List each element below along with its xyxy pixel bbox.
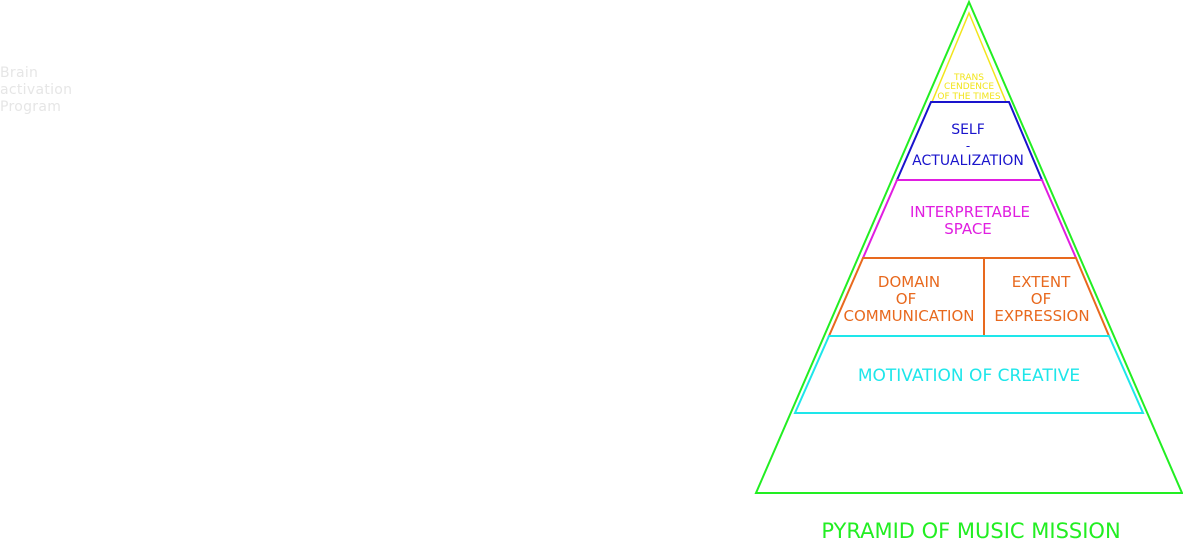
- brain-activation-program-note: Brain activation Program: [0, 65, 72, 116]
- pyramid-title: PYRAMID OF MUSIC MISSION: [821, 519, 1120, 539]
- self-actualization-line-3: ACTUALIZATION: [912, 153, 1024, 169]
- transcendence-line-1: TRANS: [953, 73, 984, 83]
- side-note-line-3: Program: [0, 99, 62, 115]
- extent-of-expression-line-3: EXPRESSION: [994, 307, 1089, 325]
- level-motivation-of-creative: [793, 335, 1145, 414]
- extent-of-expression-line-2: OF: [1031, 290, 1051, 308]
- interpretable-space-line-2: SPACE: [944, 220, 992, 238]
- self-actualization-line-1: SELF: [951, 122, 985, 138]
- domain-of-communication-line-2: OF: [896, 290, 916, 308]
- side-note-line-1: Brain: [0, 65, 39, 81]
- side-note-line-2: activation: [0, 82, 73, 98]
- interpretable-space-line-1: INTERPRETABLE: [910, 203, 1030, 221]
- pyramid-outline: [754, 0, 1183, 494]
- domain-of-communication-line-3: COMMUNICATION: [844, 307, 975, 325]
- transcendence-line-3: OF THE TIMES: [937, 92, 1001, 102]
- domain-of-communication-line-1: DOMAIN: [878, 273, 940, 291]
- self-actualization-line-2: -: [966, 139, 970, 153]
- transcendence-line-2: CENDENCE: [944, 82, 994, 92]
- motivation-of-creative-label: MOTIVATION OF CREATIVE: [858, 366, 1080, 386]
- extent-of-expression-line-1: EXTENT: [1012, 273, 1071, 291]
